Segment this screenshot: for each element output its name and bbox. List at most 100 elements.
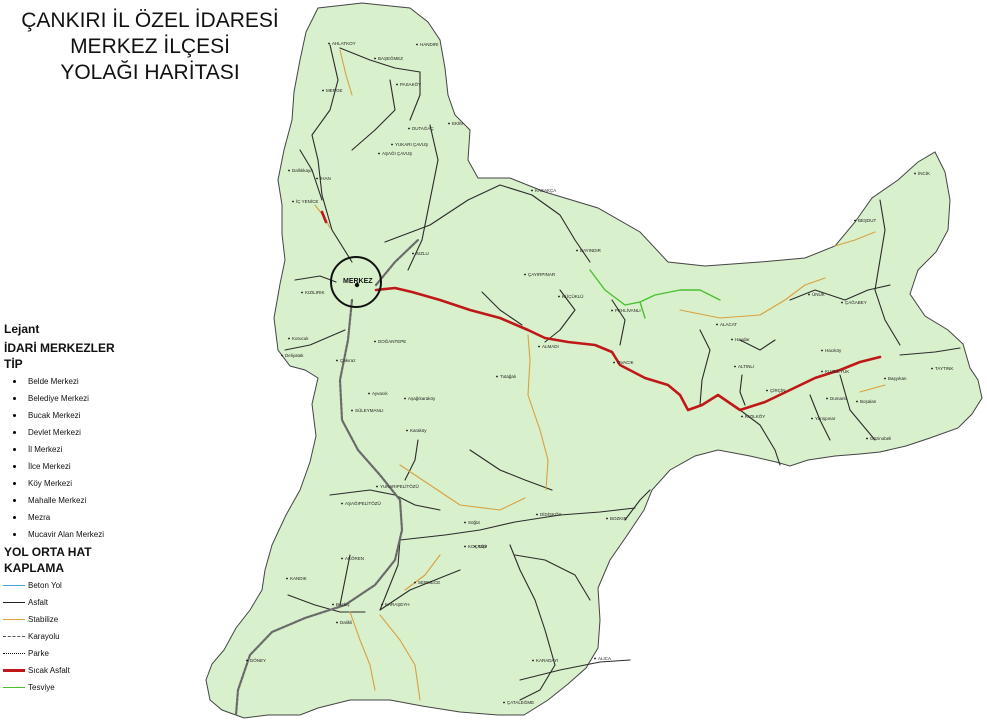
legend-admin-item: Bucak Merkezi bbox=[0, 407, 190, 424]
place-label[interactable]: Haydar bbox=[735, 337, 750, 342]
place-label[interactable]: DOĞANTEPE bbox=[378, 338, 406, 344]
place-dot-icon bbox=[406, 429, 408, 432]
place-label[interactable]: TAYTINK bbox=[935, 366, 953, 371]
place-label[interactable]: AKÖREN bbox=[345, 555, 364, 561]
place-label[interactable]: Ayvacık bbox=[372, 391, 388, 396]
place-label[interactable]: Dalikli bbox=[340, 620, 352, 625]
place-label[interactable]: KÜÇÜKLÜ bbox=[562, 293, 584, 299]
place-labels: AHLATKOY BAŞEĞMEZ HANDIRI PASAKÖY MERGE YUKAR… bbox=[246, 41, 953, 705]
legend-heading: Lejant bbox=[4, 322, 40, 336]
place-dot-icon bbox=[322, 89, 324, 92]
place-label[interactable]: KASAKÇA bbox=[535, 188, 556, 193]
place-dot-icon bbox=[396, 83, 398, 86]
legend-admin-label: İlce Merkezi bbox=[28, 462, 71, 471]
legend-admin-item: Belediye Merkezi bbox=[0, 390, 190, 407]
place-label[interactable]: ALACAT bbox=[720, 322, 737, 327]
road-asphalt bbox=[407, 124, 439, 271]
place-label[interactable]: PEHLİVANLI bbox=[615, 307, 641, 313]
place-label[interactable]: KARAŞEYH bbox=[385, 602, 410, 607]
place-dot-icon bbox=[503, 701, 505, 704]
road-stabilize bbox=[834, 231, 876, 247]
place-label[interactable]: BAYINDIR bbox=[580, 248, 602, 253]
place-label[interactable]: KUZBEYÜK bbox=[825, 368, 849, 374]
place-label[interactable]: Hacıköy bbox=[825, 348, 842, 353]
place-label[interactable]: Başyıkan bbox=[888, 376, 907, 381]
legend-admin-label: Mezra bbox=[28, 513, 51, 522]
place-label[interactable]: İHAN bbox=[320, 175, 331, 181]
place-label[interactable]: SÜLEYMANLI bbox=[355, 407, 384, 413]
place-label[interactable]: Tutağalı bbox=[500, 374, 516, 379]
place-label[interactable]: ÇAĞABEY bbox=[845, 299, 867, 305]
place-label[interactable]: ÇİRÇİN bbox=[770, 387, 786, 393]
place-label[interactable]: EKİM bbox=[452, 120, 463, 126]
legend-admin-item: İl Merkezi bbox=[0, 441, 190, 458]
place-label[interactable]: Boşalan bbox=[860, 399, 877, 404]
place-label[interactable]: İNCİK bbox=[918, 170, 930, 176]
place-dot-icon bbox=[531, 189, 533, 192]
place-label[interactable]: ÜNÜK bbox=[812, 291, 825, 297]
place-label[interactable]: Korucuk bbox=[292, 336, 309, 341]
place-dot-icon bbox=[286, 577, 288, 580]
place-label[interactable]: AŞAĞI ÇAVUŞ bbox=[382, 150, 412, 156]
road-asphalt bbox=[384, 184, 591, 263]
place-label[interactable]: ÇATALEĞME bbox=[507, 699, 534, 705]
place-label[interactable]: İÇ YENİCE bbox=[296, 198, 318, 204]
place-label[interactable]: DUTAĞAÇ bbox=[412, 125, 434, 131]
road-asphalt bbox=[839, 374, 876, 441]
place-label[interactable]: MERGE bbox=[326, 88, 343, 93]
place-label[interactable]: AHLATKOY bbox=[332, 41, 356, 46]
place-label[interactable]: KIZILIRIK bbox=[305, 290, 325, 295]
place-label[interactable]: Yarışpınar bbox=[815, 416, 836, 421]
place-label[interactable]: BAŞEĞMEZ bbox=[378, 55, 403, 61]
place-label[interactable]: Söğüt bbox=[468, 520, 481, 525]
place-label[interactable]: ÇAYIRPINAR bbox=[528, 272, 556, 277]
legend-road-item: Tesviye bbox=[0, 679, 190, 696]
road-grading bbox=[589, 269, 721, 306]
center-marker[interactable] bbox=[330, 256, 382, 308]
place-label[interactable]: Dallıkkaya bbox=[292, 168, 313, 173]
place-dot-icon bbox=[351, 409, 353, 412]
place-label[interactable]: Gözinobeli bbox=[870, 436, 891, 441]
place-label[interactable]: Dumanlı bbox=[830, 396, 847, 401]
place-label[interactable]: KANDIK bbox=[290, 576, 307, 581]
road-highway bbox=[374, 238, 420, 287]
place-label[interactable]: PASAKÖY bbox=[400, 81, 421, 87]
place-label[interactable]: AŞAĞIPELİTÖZÜ bbox=[345, 500, 381, 506]
place-label[interactable]: DİDİŞKÖY bbox=[540, 511, 562, 517]
place-dot-icon bbox=[378, 152, 380, 155]
place-label[interactable]: SIZLU bbox=[416, 251, 429, 256]
place-label[interactable]: KARADAYI bbox=[536, 658, 558, 663]
place-label[interactable]: Aşağıkaraköy bbox=[408, 396, 436, 401]
place-label[interactable]: Deliyatak bbox=[285, 353, 304, 358]
legend-admin-item: Mucavir Alan Merkezi bbox=[0, 526, 190, 543]
legend-admin-label: Devlet Merkezi bbox=[28, 428, 81, 437]
legend-admin-label: İl Merkezi bbox=[28, 445, 63, 454]
place-dot-icon bbox=[341, 557, 343, 560]
place-label[interactable]: ALMADI bbox=[542, 344, 559, 349]
place-label[interactable]: Taşlı bbox=[478, 544, 487, 549]
place-label[interactable]: DÖNEY bbox=[250, 657, 266, 663]
road-hot-asphalt bbox=[320, 210, 328, 224]
place-label[interactable]: Karaköy bbox=[410, 428, 427, 433]
place-label[interactable]: Bozkış bbox=[336, 602, 350, 607]
road-asphalt bbox=[299, 149, 323, 201]
place-label[interactable]: HANDIRI bbox=[420, 42, 439, 47]
place-dot-icon bbox=[408, 127, 410, 130]
place-label[interactable]: YUKARI ÇAVUŞ bbox=[395, 142, 428, 147]
place-label[interactable]: KOÇKÖY bbox=[468, 543, 487, 549]
place-label[interactable]: ALICA bbox=[598, 656, 611, 661]
place-label[interactable]: OVACIK bbox=[617, 360, 634, 365]
place-label[interactable]: Çakıraz bbox=[340, 358, 356, 363]
road-asphalt bbox=[311, 44, 353, 263]
place-label[interactable]: ALTINLI bbox=[738, 364, 754, 369]
place-label[interactable]: YUKARIPELİTÖZÜ bbox=[380, 483, 419, 489]
road-asphalt bbox=[469, 449, 553, 491]
road-stabilize bbox=[339, 49, 353, 96]
place-dot-icon bbox=[821, 370, 823, 373]
place-label[interactable]: KIZILKÖY bbox=[745, 413, 765, 419]
place-label[interactable]: SERMECE bbox=[418, 580, 440, 585]
line-symbol-icon bbox=[3, 669, 25, 672]
place-label[interactable]: BOZKIR bbox=[610, 516, 628, 521]
place-label[interactable]: BEŞDUT bbox=[858, 218, 877, 223]
